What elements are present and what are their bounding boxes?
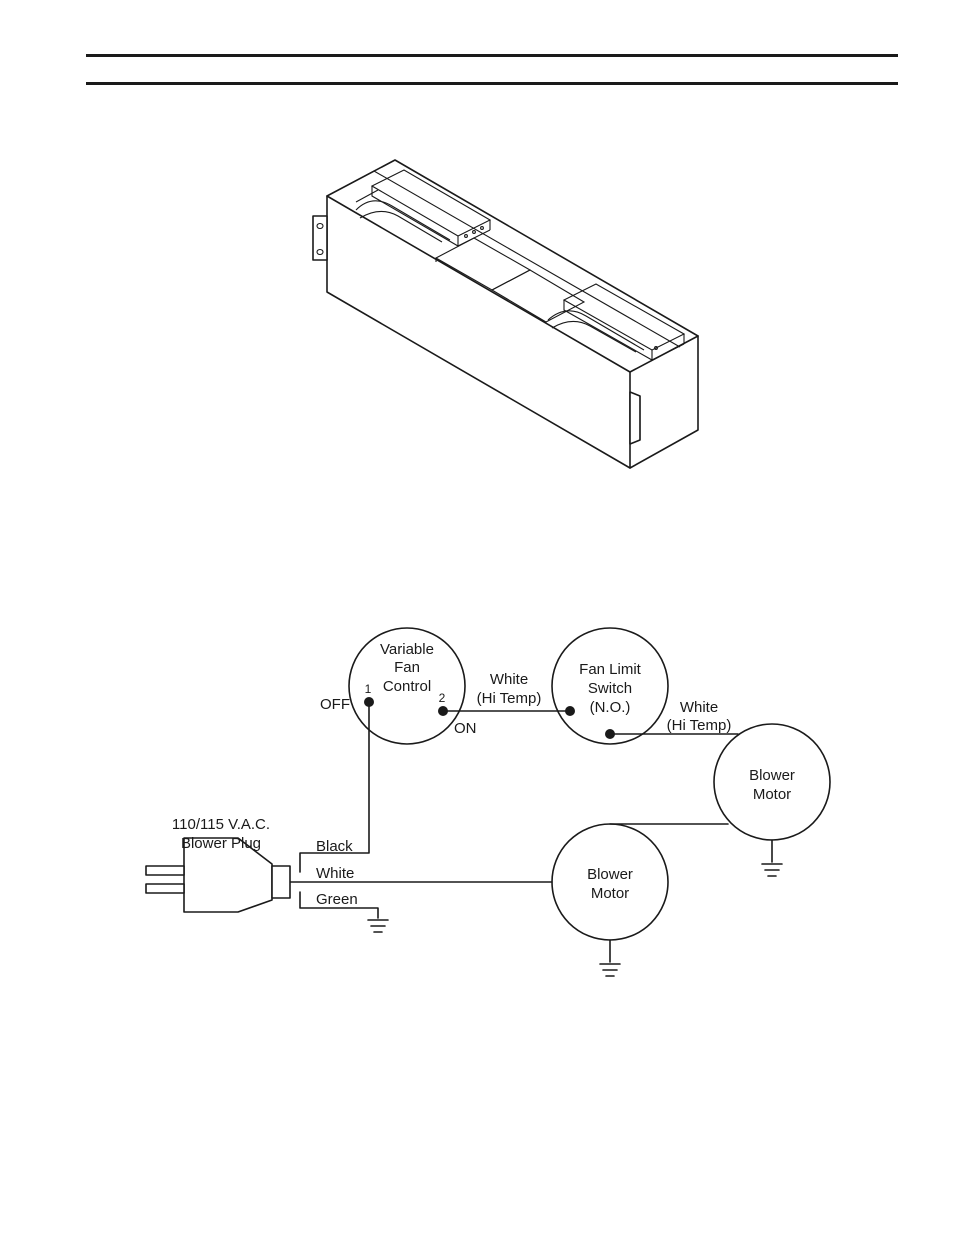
blower-upper-label-2: Motor (753, 786, 791, 803)
terminal-1-label: 1 (365, 682, 372, 696)
wire-white-label: White (316, 865, 354, 882)
switch-in-dot (565, 706, 575, 716)
terminal-2-dot (438, 706, 448, 716)
wire-switch-label-1: White (490, 671, 528, 688)
terminal-2-label: 2 (439, 691, 446, 705)
fan-limit-label-1: Fan Limit (579, 661, 642, 678)
wire-green-label: Green (316, 891, 358, 908)
ground-icon-plug (368, 920, 388, 932)
switch-out-dot (605, 729, 615, 739)
wire-black-label: Black (316, 838, 353, 855)
blower-lower-label-2: Motor (591, 885, 629, 902)
fan-limit-label-2: Switch (588, 680, 632, 697)
wiring-diagram: Variable Fan Control 1 2 OFF ON White (H… (146, 628, 830, 976)
terminal-1-dot (364, 697, 374, 707)
wire-motor-label-2: (Hi Temp) (667, 717, 732, 734)
on-label: ON (454, 720, 477, 737)
blower-lower-label-1: Blower (587, 866, 633, 883)
off-label: OFF (320, 696, 350, 713)
plug-label-1: 110/115 V.A.C. (172, 816, 270, 833)
blower-housing-body (313, 160, 698, 468)
wire-switch-label-2: (Hi Temp) (477, 690, 542, 707)
fan-control-label-2: Fan (394, 659, 420, 676)
plug-label-2: Blower Plug (181, 835, 261, 852)
ground-icon-upper-motor (762, 840, 782, 876)
blower-upper-label-1: Blower (749, 767, 795, 784)
ground-icon-lower-motor (600, 940, 620, 976)
fan-limit-label-3: (N.O.) (590, 699, 631, 716)
fan-control-label-3: Control (383, 678, 431, 695)
wire-motor-label-1: White (680, 699, 718, 716)
fan-control-label-1: Variable (380, 641, 434, 658)
